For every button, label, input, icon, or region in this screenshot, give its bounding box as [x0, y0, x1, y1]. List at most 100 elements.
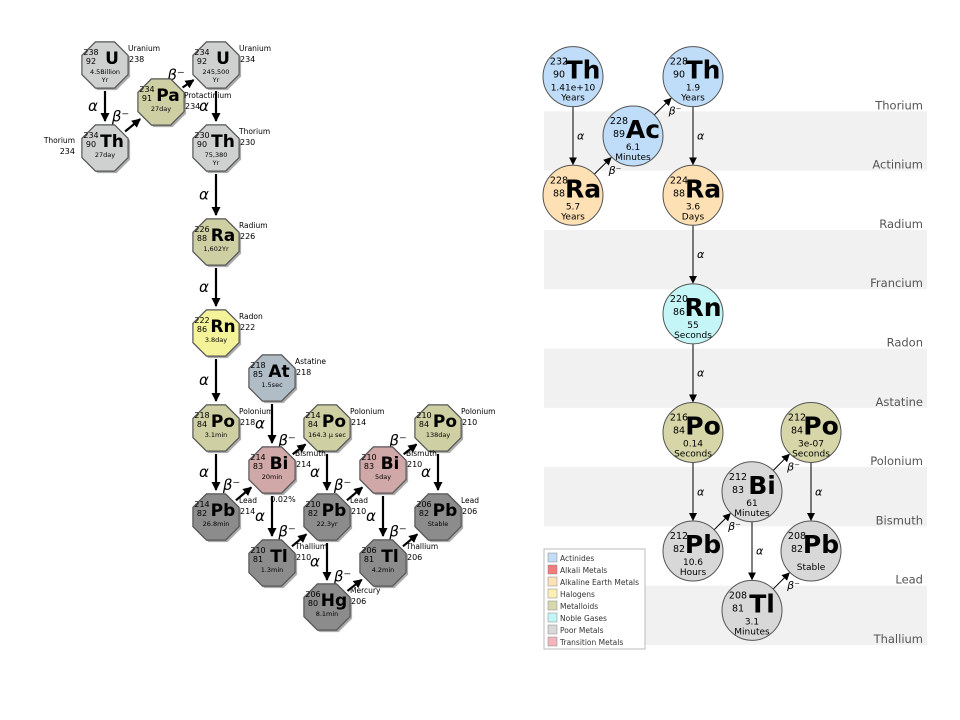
mass-number: 234	[83, 131, 98, 140]
half-life-unit: Minutes	[734, 627, 770, 637]
decay-label-alpha: α	[756, 545, 764, 558]
half-life-unit: Days	[682, 212, 705, 222]
half-life: 27day	[151, 105, 171, 113]
decay-label-alpha: α	[697, 129, 705, 142]
nuclide-octagon	[192, 218, 240, 266]
half-life: 4.2min	[372, 566, 395, 574]
atomic-number: 88	[673, 188, 685, 199]
nuclide-octagon	[192, 404, 240, 452]
decay-arrow-beta	[181, 79, 195, 89]
nuclide-circle	[662, 520, 724, 582]
element-symbol: Tl	[270, 547, 287, 567]
atomic-number: 82	[197, 509, 207, 518]
atomic-number: 86	[673, 307, 685, 318]
element-mass-label: 214	[296, 460, 311, 469]
half-life: 3.1	[745, 617, 759, 627]
legend-swatch	[547, 588, 558, 599]
row-label-radon: Radon	[887, 336, 923, 350]
decay-label-beta: β⁻	[388, 522, 407, 540]
mass-number: 210	[305, 500, 320, 509]
half-life: 245,500	[203, 68, 230, 76]
decay-arrow-beta	[402, 533, 419, 548]
decay-label-alpha: α	[697, 485, 705, 498]
mass-number: 212	[729, 472, 747, 483]
element-symbol: Ra	[211, 226, 236, 246]
half-life: 138day	[426, 431, 451, 439]
atomic-number: 90	[673, 70, 685, 81]
nuclide-octagon	[303, 404, 351, 452]
mass-number: 234	[139, 85, 154, 94]
element-symbol: Rn	[684, 293, 721, 322]
half-life: 8.1min	[316, 610, 339, 618]
mass-number: 226	[194, 225, 209, 234]
nuclide-octagon	[248, 539, 296, 587]
element-symbol: Tl	[381, 547, 398, 567]
nuclide-octagon	[414, 493, 462, 541]
decay-label-alpha: α	[199, 278, 209, 296]
element-name: Lead	[239, 496, 257, 505]
nuclide-octagon	[303, 583, 351, 631]
element-symbol: Pb	[211, 501, 236, 521]
half-life-unit: Seconds	[792, 449, 830, 459]
mass-number: 208	[729, 590, 747, 601]
atomic-number: 85	[253, 370, 263, 379]
decay-arrow-beta	[124, 118, 141, 133]
nuclide-octagon	[248, 446, 296, 494]
nuclide-octagon	[137, 78, 185, 126]
element-symbol: Th	[100, 132, 124, 152]
half-life: 27day	[95, 151, 115, 159]
legend-swatch	[547, 564, 558, 575]
element-symbol: Ac	[626, 115, 660, 144]
element-name: Thorium	[238, 127, 270, 136]
half-life: 164.3 μ sec	[308, 431, 346, 439]
mass-number: 210	[250, 546, 265, 555]
decay-label-alpha: α	[199, 371, 209, 389]
element-mass-label: 210	[296, 553, 311, 562]
mass-number: 228	[610, 116, 628, 127]
decay-label-alpha: α	[310, 463, 320, 481]
decay-label-beta: β⁻	[608, 164, 622, 177]
atomic-number: 82	[673, 544, 685, 555]
atomic-number: 84	[308, 420, 318, 429]
half-life-unit: Hours	[680, 568, 707, 578]
row-label-radium: Radium	[879, 217, 923, 231]
element-symbol: Bi	[270, 454, 289, 474]
half-life: 5.7	[566, 202, 580, 212]
decay-arrow-beta	[346, 578, 363, 592]
half-life-unit: Yr	[212, 159, 220, 167]
decay-label-alpha: α	[255, 415, 265, 433]
half-life: 1.3min	[261, 566, 284, 574]
nuclide-octagon	[81, 124, 129, 172]
half-life-unit: Years	[560, 94, 585, 104]
row-label-thorium: Thorium	[874, 98, 923, 112]
element-mass-label: 206	[351, 597, 366, 606]
half-life-unit: Yr	[101, 76, 109, 84]
branch-ratio-label: 0.02%	[270, 495, 296, 504]
row-label-polonium: Polonium	[870, 454, 923, 468]
atomic-number: 88	[197, 234, 207, 243]
element-mass-label: 234	[240, 55, 255, 64]
mass-number: 214	[194, 500, 209, 509]
atomic-number: 82	[419, 509, 429, 518]
element-mass-label: 230	[240, 138, 255, 147]
half-life: 3e-07	[798, 439, 824, 449]
element-mass-label: 206	[462, 507, 477, 516]
nuclide-octagon	[414, 404, 462, 452]
nuclide-circle	[602, 105, 664, 167]
half-life: 26.8min	[203, 520, 230, 528]
element-symbol: Rn	[210, 317, 235, 337]
element-name: Radon	[239, 312, 263, 321]
element-symbol: Th	[686, 56, 721, 85]
element-symbol: Hg	[321, 591, 347, 611]
